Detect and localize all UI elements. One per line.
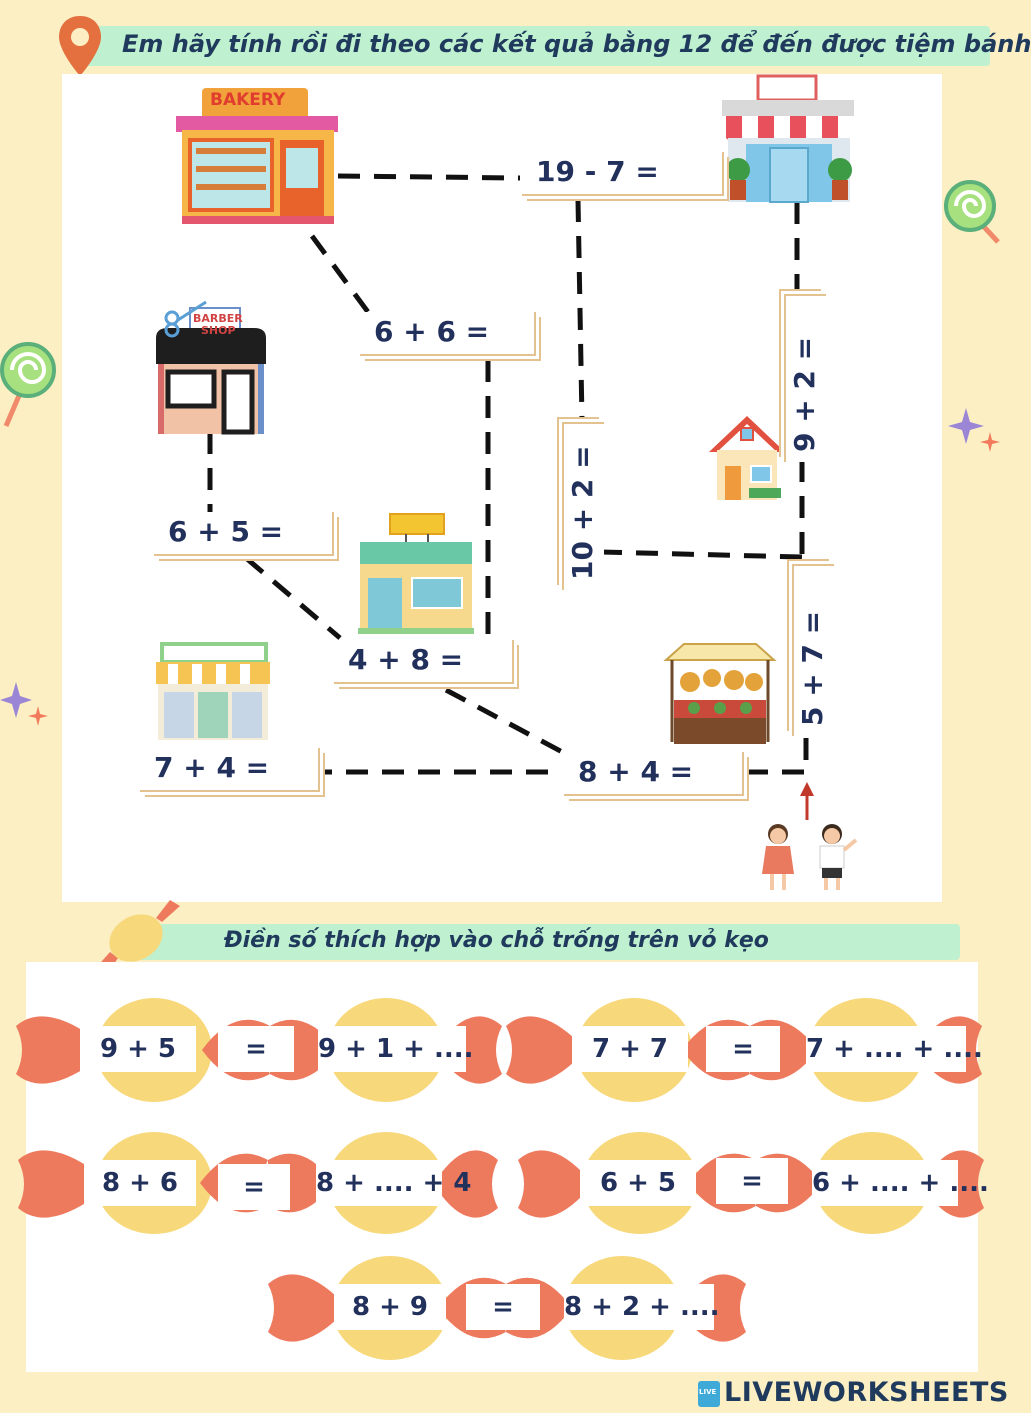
path-19-7-down (575, 199, 585, 421)
candy-answer-field[interactable]: 9 + 1 + .... (318, 1026, 473, 1072)
house-icon (709, 416, 785, 500)
candy-equals: = (466, 1284, 540, 1330)
location-pin-icon (59, 16, 101, 76)
candy-left-expr: 7 + 7 (572, 1026, 688, 1072)
expr-19-7[interactable]: 19 - 7 = (522, 152, 724, 196)
candy-left-expr: 8 + 9 (334, 1284, 446, 1330)
lollipop-icon (0, 342, 56, 427)
expr-7-4[interactable]: 7 + 4 = (140, 748, 320, 792)
liveworksheets-logo-mark: LIVE (698, 1381, 720, 1407)
candy-equals: = (706, 1026, 780, 1072)
barber-sign-line1: BARBER (193, 312, 243, 325)
candy-shape (268, 1256, 746, 1360)
candy-equals: = (218, 1164, 290, 1210)
lollipop-icon-right (944, 180, 1000, 244)
candy-instruction-banner (120, 924, 960, 960)
candy-equals: = (716, 1158, 788, 1204)
start-arrow-icon (800, 782, 814, 820)
logo-mark-text: LIVE (699, 1388, 717, 1396)
sparkle-icon (948, 408, 1000, 452)
shop-icon (722, 74, 854, 203)
expr-6-5[interactable]: 6 + 5 = (154, 512, 334, 556)
path-4-8-8-4 (444, 687, 568, 757)
barber-sign-line2: SHOP (201, 324, 236, 337)
candy-answer-field[interactable]: 7 + .... + .... (806, 1026, 983, 1072)
path-10-2-right (599, 549, 803, 560)
maze-instruction-banner (70, 26, 990, 66)
candy-answer-field[interactable]: 8 + .... + 4 (316, 1160, 471, 1206)
expr-4-8[interactable]: 4 + 8 = (334, 640, 514, 684)
candy-equals: = (218, 1026, 294, 1072)
bakery-sign: BAKERY (210, 90, 286, 110)
candy-left-expr: 6 + 5 (580, 1160, 696, 1206)
sparkle-icon-left (0, 682, 48, 726)
expr-6-6[interactable]: 6 + 6 = (360, 312, 536, 356)
path-6-5-4-8 (244, 556, 342, 640)
candy-left-expr: 9 + 5 (80, 1026, 196, 1072)
candy-answer-field[interactable]: 6 + .... + .... (812, 1160, 989, 1206)
path-bakery-6-6 (309, 234, 371, 314)
path-bakery-19-7 (337, 173, 521, 181)
expr-9-2[interactable]: 9 + 2 = (784, 294, 826, 462)
candy-answer-field[interactable]: 8 + 2 + .... (564, 1284, 719, 1330)
expr-5-7[interactable]: 5 + 7 = (792, 564, 834, 736)
maze-instruction: Em hãy tính rồi đi theo các kết quả bằng… (122, 30, 1031, 58)
expr-10-2[interactable]: 10 + 2 = (562, 422, 604, 590)
children-icon (762, 824, 858, 890)
market-stall-icon (663, 643, 777, 744)
candy-left-expr: 8 + 6 (84, 1160, 196, 1206)
expr-8-4[interactable]: 8 + 4 = (564, 752, 744, 796)
store-icon (156, 642, 270, 740)
maze-paths (207, 173, 814, 820)
cafe-icon (358, 513, 474, 634)
candy-instruction: Điền số thích hợp vào chỗ trống trên vỏ … (224, 928, 769, 953)
liveworksheets-logo[interactable]: LIVEWORKSHEETS (724, 1377, 1009, 1408)
bakery-icon (176, 88, 338, 224)
barber-shop-icon (156, 300, 266, 435)
path-8-4-5-7 (746, 730, 809, 775)
